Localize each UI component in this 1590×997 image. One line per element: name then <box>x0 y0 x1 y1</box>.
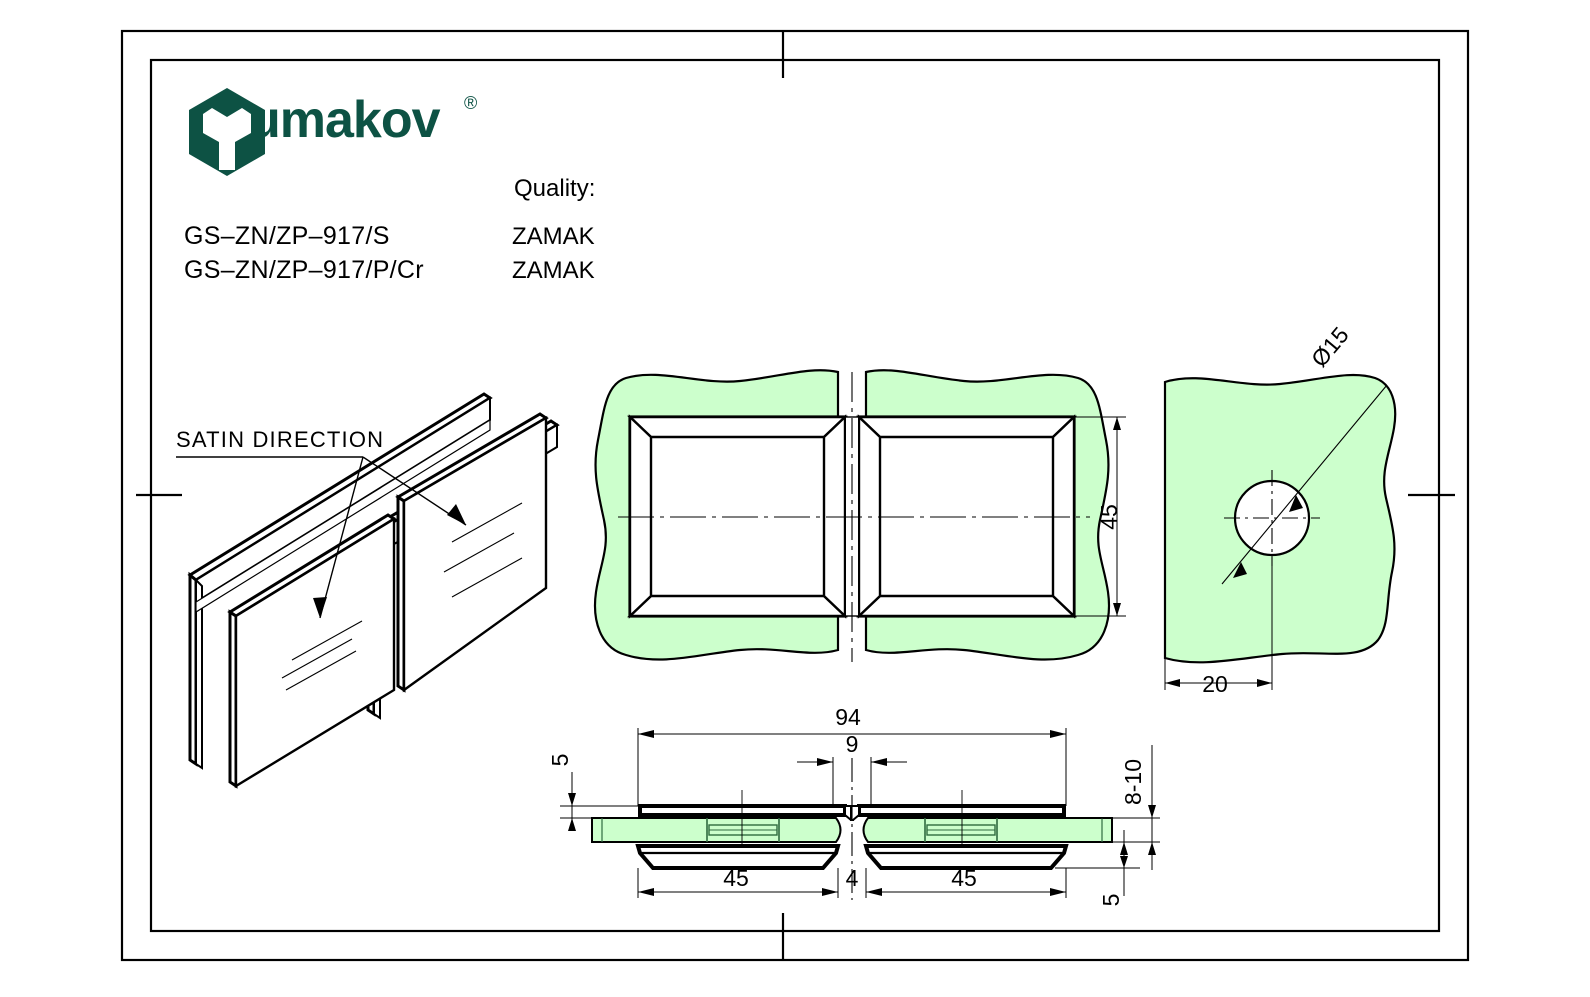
product-code-2: GS–ZN/ZP–917/P/Cr <box>184 256 424 284</box>
section-left-pad-value: 45 <box>723 865 749 891</box>
quality-label: Quality: <box>514 175 595 202</box>
front-height-value: 45 <box>1096 504 1122 530</box>
section-top-cover-plate <box>638 804 1066 821</box>
isometric-satin-view: SATIN DIRECTION <box>176 392 560 789</box>
section-bottom-plate-dimension: 5 <box>1055 830 1140 906</box>
logo-wordmark: umakov <box>249 91 441 149</box>
front-view: 45 <box>593 369 1126 662</box>
section-gap-value: 9 <box>846 731 859 757</box>
side-view: Ø15 20 <box>1163 322 1397 697</box>
section-glass-gap-value: 4 <box>846 865 859 891</box>
section-right-glass <box>862 817 1113 843</box>
section-right-pad-value: 45 <box>951 865 977 891</box>
section-total-width-value: 94 <box>835 704 861 730</box>
section-left-glass <box>591 817 842 843</box>
iso-rear-left-panel <box>187 392 493 770</box>
satin-direction-leader <box>176 456 467 619</box>
side-hole-centerlines <box>1224 470 1320 566</box>
section-construction-lines <box>741 790 963 845</box>
umakov-hexagon-logo <box>189 88 265 176</box>
product-quality-2: ZAMAK <box>512 257 595 284</box>
logo-registered-mark: ® <box>464 93 477 113</box>
iso-front-right-glass <box>395 412 549 693</box>
section-gap-dimension: 9 <box>797 731 907 806</box>
iso-front-left-glass <box>227 513 397 789</box>
section-top-plate-dimension: 5 <box>547 754 644 831</box>
hole-diameter-leader <box>1221 384 1388 585</box>
product-quality-1: ZAMAK <box>512 223 595 250</box>
side-depth-dimension: 20 <box>1164 658 1272 697</box>
side-depth-value: 20 <box>1202 671 1228 697</box>
section-glass-thickness-value: 8-10 <box>1120 759 1146 805</box>
sheet-border-outer <box>120 29 1470 962</box>
front-height-dimension: 45 <box>1074 416 1126 617</box>
section-total-width-dimension: 94 <box>637 704 1067 806</box>
section-bottom-plate-value: 5 <box>1098 894 1124 907</box>
hole-diameter-value: Ø15 <box>1306 322 1354 372</box>
product-code-1: GS–ZN/ZP–917/S <box>184 222 390 250</box>
section-bottom-dimension-chain: 45 4 45 <box>637 865 1067 898</box>
satin-direction-label: SATIN DIRECTION <box>176 427 384 452</box>
section-top-plate-value: 5 <box>547 754 573 767</box>
section-left-bottom-shell <box>635 844 841 870</box>
section-view: 94 9 5 <box>547 704 1160 906</box>
section-right-bottom-shell <box>863 844 1069 870</box>
section-glass-thickness-dimension: 8-10 <box>1066 745 1160 870</box>
